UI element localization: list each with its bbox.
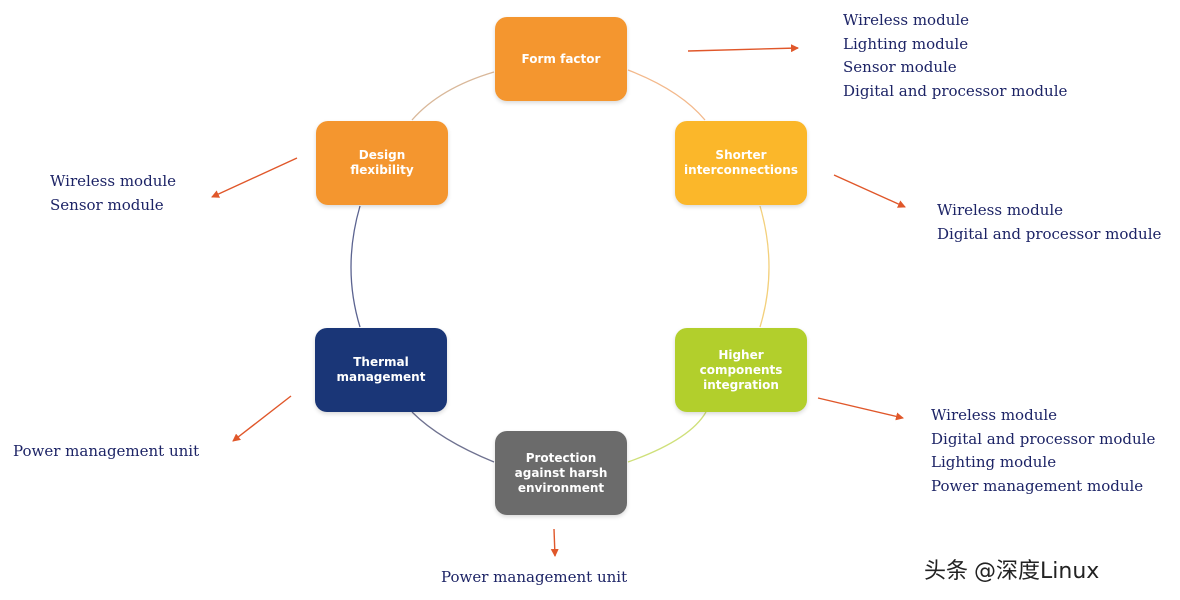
module-list-item: Power management unit xyxy=(13,442,200,460)
arrow-form-factor xyxy=(687,44,799,53)
watermark: 头条 @深度Linux xyxy=(924,553,1099,585)
module-list-thermal-management: Power management unit xyxy=(13,440,199,464)
module-list-item: Power management module xyxy=(931,476,1144,495)
module-list-item: Wireless module xyxy=(937,201,1064,219)
module-list-item: Sensor module xyxy=(50,195,164,214)
module-list-item: Digital and processor module xyxy=(937,224,1162,243)
watermark-handle: @深度Linux xyxy=(974,559,1100,584)
node-form-factor: Form factor xyxy=(495,17,627,101)
module-list-item: Lighting module xyxy=(931,453,1057,471)
arrow-design-flexibility xyxy=(211,157,298,198)
node-protection-harsh-environment: Protection against harsh environment xyxy=(495,431,627,515)
module-list-item: Wireless module xyxy=(843,11,970,29)
ring-arc-form-design xyxy=(411,71,495,121)
arrow-shorter-interconnections xyxy=(833,174,906,208)
node-thermal-management: Thermal management xyxy=(315,328,447,412)
ring-arc-thermal-protection xyxy=(411,411,495,463)
module-list-item: Digital and processor module xyxy=(931,429,1156,448)
node-higher-components-integration: Higher components integration xyxy=(675,328,807,412)
module-list-item: Sensor module xyxy=(843,58,957,76)
ring-arc-form-shorter xyxy=(627,69,706,121)
module-list-item: Lighting module xyxy=(843,34,969,53)
module-list-item: Wireless module xyxy=(931,406,1058,424)
ring-arc-higher-protection xyxy=(627,411,707,463)
node-design-flexibility: Design flexibility xyxy=(316,121,448,205)
ring-arc-design-thermal xyxy=(350,205,361,328)
module-list-item: Digital and processor module xyxy=(843,81,1068,100)
arrow-thermal-management xyxy=(232,395,292,442)
ring-arc-shorter-higher xyxy=(759,205,770,328)
watermark-source: 头条 xyxy=(924,559,969,584)
arrow-higher-components xyxy=(817,397,904,421)
module-list-item: Power management unit xyxy=(441,568,628,586)
node-shorter-interconnections: Shorter interconnections xyxy=(675,121,807,205)
arrow-protection xyxy=(550,528,559,557)
module-list-protection: Power management unit xyxy=(441,566,627,590)
module-list-item: Wireless module xyxy=(50,172,177,190)
